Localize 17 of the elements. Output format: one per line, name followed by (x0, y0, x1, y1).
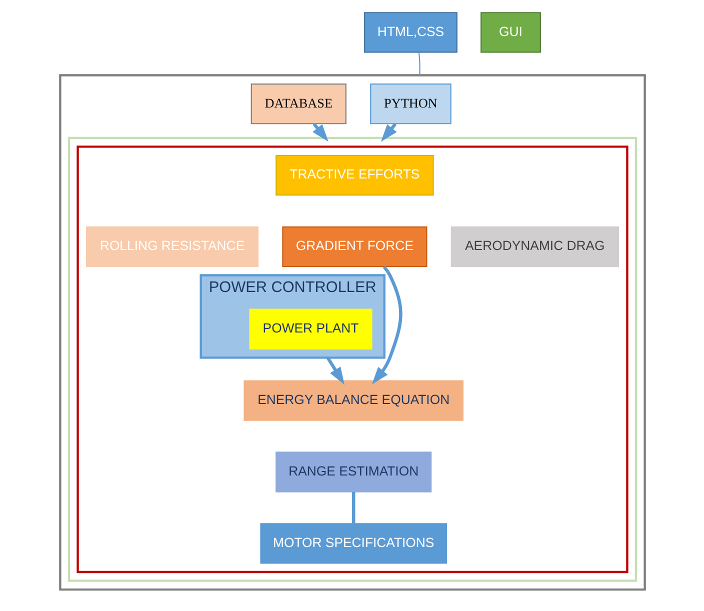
node-box: ROLLING RESISTANCE (86, 226, 258, 268)
connector (351, 492, 355, 524)
node-box: RANGE ESTIMATION (275, 452, 432, 492)
node-box: GUI (480, 12, 540, 53)
node-box: HTML,CSS (364, 12, 457, 53)
node-box: ENERGY BALANCE EQUATION (243, 380, 463, 421)
node-box: AERODYNAMIC DRAG (450, 226, 618, 268)
node-box: PYTHON (370, 84, 451, 124)
arrow (326, 356, 344, 385)
node-box: DATABASE (250, 84, 346, 124)
node-box: GRADIENT FORCE (282, 226, 427, 268)
node-box: TRACTIVE EFFORTS (275, 154, 434, 196)
node-box: MOTOR SPECIFICATIONS (260, 523, 446, 564)
node-box: POWER PLANT (248, 308, 372, 350)
arrow (371, 266, 402, 384)
connector (418, 52, 420, 76)
cluster (58, 74, 646, 591)
